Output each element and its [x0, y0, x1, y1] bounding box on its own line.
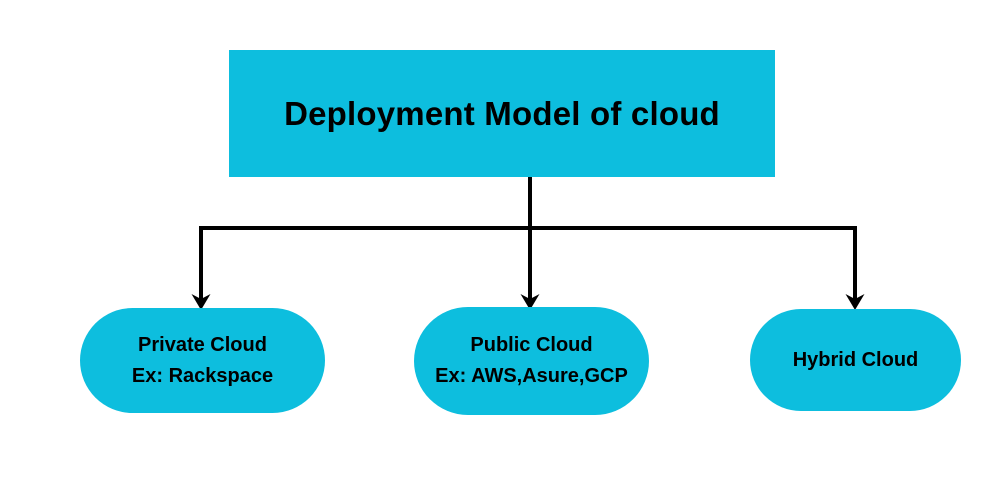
arrowhead-hybrid [845, 294, 865, 310]
root-node-label: Deployment Model of cloud [284, 94, 720, 132]
node-hybrid-title: Hybrid Cloud [792, 348, 919, 371]
node-private-title: Private Cloud [138, 333, 267, 356]
node-hybrid-cloud: Hybrid Cloud [750, 309, 961, 411]
connector-branch-rail [199, 226, 857, 300]
root-node-deployment-model: Deployment Model of cloud [229, 50, 775, 177]
node-private-subtitle: Ex: Rackspace [131, 364, 274, 387]
node-public-cloud: Public Cloud Ex: AWS,Asure,GCP [414, 307, 649, 415]
node-private-cloud: Private Cloud Ex: Rackspace [80, 308, 325, 413]
node-public-subtitle: Ex: AWS,Asure,GCP [435, 365, 628, 387]
node-public-title: Public Cloud [470, 334, 593, 356]
